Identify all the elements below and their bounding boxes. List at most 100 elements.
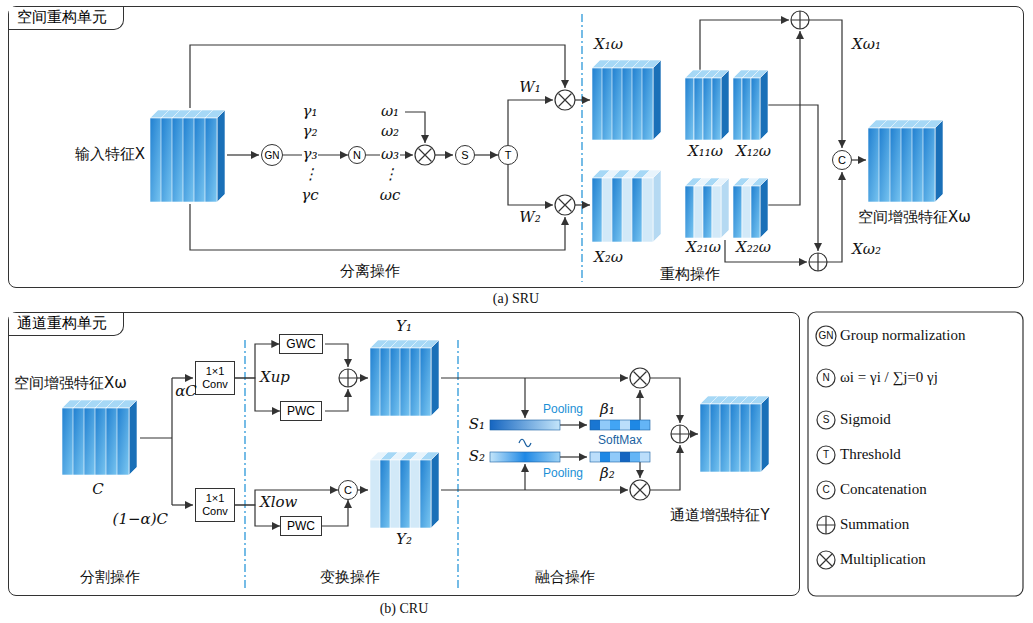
legend-text: Summation (840, 516, 909, 533)
math-label: γ₁ (303, 103, 318, 120)
math-label: αC (175, 383, 197, 400)
legend-frame (808, 312, 1023, 596)
legend-text: Group normalization (840, 327, 965, 344)
module-panel: 通道重构单元 1×1 Conv 1×1 Conv GWC PWC PWC C (8, 312, 800, 596)
feature-stack (733, 70, 768, 140)
node-text: GWC (286, 337, 315, 351)
panel-title: 空间重构单元 (17, 8, 107, 26)
conv-box: 1×1 Conv (195, 488, 235, 521)
legend-text: Concatenation (840, 481, 927, 498)
operator-circle: C (832, 150, 852, 170)
caption: (a) SRU (493, 291, 539, 307)
feature-stack (150, 110, 225, 202)
feature-stack (592, 170, 661, 242)
node-text: C (838, 154, 846, 166)
node-text: T (505, 149, 512, 161)
legend-symbol-text: N (822, 372, 829, 384)
math-label: Xlow (260, 494, 297, 511)
legend-symbol-text: C (822, 484, 829, 496)
operator-circle: T (498, 145, 518, 165)
panel-tab: 空间重构单元 (9, 7, 124, 30)
node-text: PWC (287, 404, 315, 418)
math-label: W₁ (519, 79, 540, 96)
feature-stack (685, 70, 729, 140)
feature-stack (592, 60, 661, 140)
process-box: PWC (280, 401, 322, 421)
math-label: γc (301, 187, 318, 204)
math-label: β₂ (600, 465, 615, 482)
panel-title: 通道重构单元 (17, 314, 107, 332)
legend-symbol-text: T (823, 449, 829, 461)
legend-text: ωi = γi / ∑j=0 γj (840, 369, 938, 386)
math-label: Xup (260, 369, 290, 386)
separator (245, 14, 582, 590)
math-label: γ₂ (303, 123, 318, 140)
vector-bar (490, 420, 650, 462)
operator-circle: S (455, 145, 475, 165)
math-label: Pooling (543, 467, 583, 481)
feature-stack (700, 396, 769, 472)
node-text: GN (265, 150, 280, 161)
math-label: X₁ω (594, 36, 623, 53)
text-label: 空间增强特征Xω (14, 375, 127, 392)
panel-tab: 通道重构单元 (9, 313, 124, 336)
caption: (b) CRU (380, 601, 429, 617)
math-label: Y₂ (396, 531, 412, 548)
math-label: ω₂ (381, 123, 399, 140)
math-label: ωc (380, 187, 401, 204)
multiply-symbol (415, 90, 835, 569)
math-label: Y₁ (396, 318, 412, 335)
wire (140, 378, 531, 505)
sum-symbol (339, 11, 835, 534)
node-text: 1×1 Conv (202, 492, 228, 517)
node-text: S (461, 149, 468, 161)
math-label: Xω₂ (852, 241, 881, 258)
operator-circle: C (338, 480, 358, 500)
feature-stack (685, 178, 729, 238)
operator-circle: GN (261, 144, 283, 166)
math-label: (1−α)C (113, 511, 168, 528)
feature-stack (62, 400, 137, 475)
text-label: 变换操作 (320, 569, 380, 586)
operator-circle: N (348, 146, 366, 164)
text-label: 重构操作 (660, 266, 720, 283)
feature-stack (868, 120, 943, 202)
legend-symbol-text: GN (819, 330, 834, 342)
math-label: ω₁ (381, 103, 399, 120)
wire (172, 20, 866, 505)
math-label: ⋮ (383, 166, 398, 183)
text-label: 输入特征X (75, 146, 145, 163)
conv-box: 1×1 Conv (195, 361, 235, 394)
legend-text: Sigmoid (840, 411, 891, 428)
math-label: β₁ (600, 401, 615, 418)
node-text: C (344, 484, 352, 496)
node-text: 1×1 Conv (202, 365, 228, 390)
math-label: X₂₁ω (686, 239, 721, 256)
math-label: ⋮ (303, 166, 318, 183)
math-label: S₂ (469, 448, 485, 465)
math-label: X₁₁ω (688, 143, 723, 160)
legend-text: Threshold (840, 446, 901, 463)
connector (475, 154, 498, 155)
process-box: PWC (280, 516, 322, 536)
math-label: SoftMax (598, 434, 642, 448)
math-label: S₁ (469, 416, 485, 433)
feature-stack (370, 452, 439, 528)
feature-stack (370, 340, 439, 416)
math-label: C (92, 481, 103, 498)
connector (322, 500, 348, 526)
math-label: X₁₂ω (736, 143, 771, 160)
math-label: γ₃ (302, 146, 319, 163)
math-label: W₂ (519, 209, 540, 226)
math-label: X₂₂ω (736, 239, 771, 256)
math-label: Pooling (543, 403, 583, 417)
text-label: 分割操作 (80, 569, 140, 586)
text-label: 融合操作 (535, 569, 595, 586)
text-label: 空间增强特征Xω (858, 209, 971, 226)
node-text: N (353, 149, 361, 161)
math-label: X₂ω (594, 249, 623, 266)
math-label: ω₃ (380, 146, 400, 163)
node-text: PWC (287, 519, 315, 533)
legend-text: Multiplication (840, 551, 926, 568)
